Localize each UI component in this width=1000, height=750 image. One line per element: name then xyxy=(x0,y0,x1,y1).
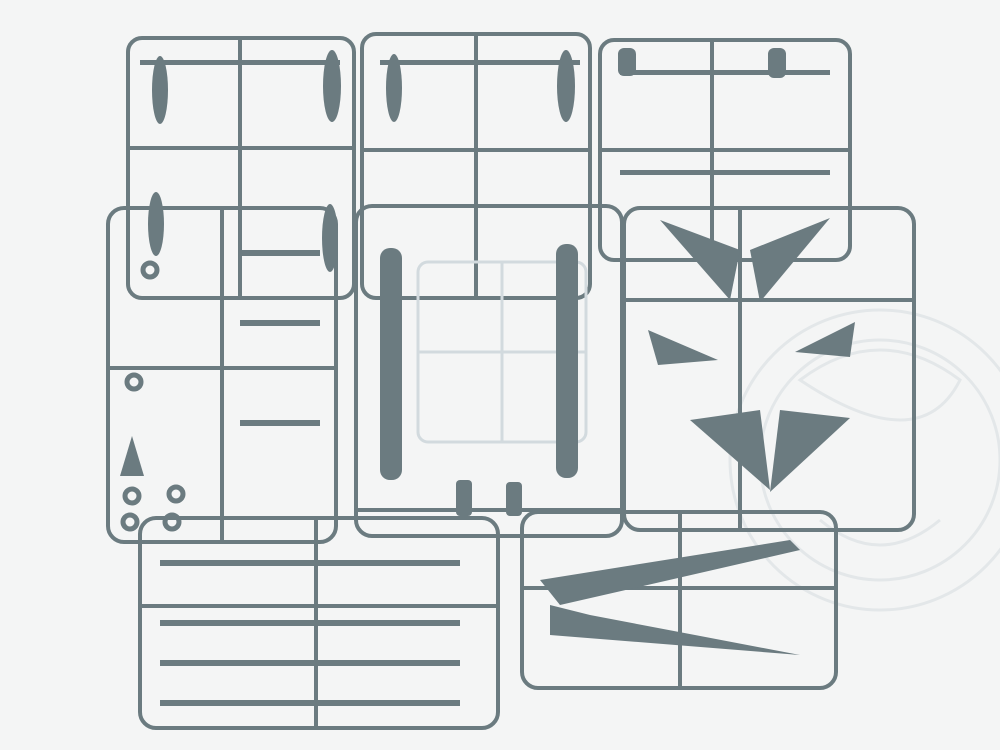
sprue-frame-f xyxy=(622,206,916,532)
parts-nose-cone xyxy=(120,436,144,476)
sprue-frame-b xyxy=(360,32,592,300)
parts-wheels xyxy=(120,260,186,532)
parts-tanks xyxy=(148,50,575,272)
parts-fuselage xyxy=(380,244,800,655)
parts-wings xyxy=(648,218,855,492)
sprue-frame-d xyxy=(106,206,338,544)
parts-small-rows xyxy=(140,60,830,706)
watermark-seal xyxy=(728,308,1000,612)
parts-seats xyxy=(456,48,786,516)
